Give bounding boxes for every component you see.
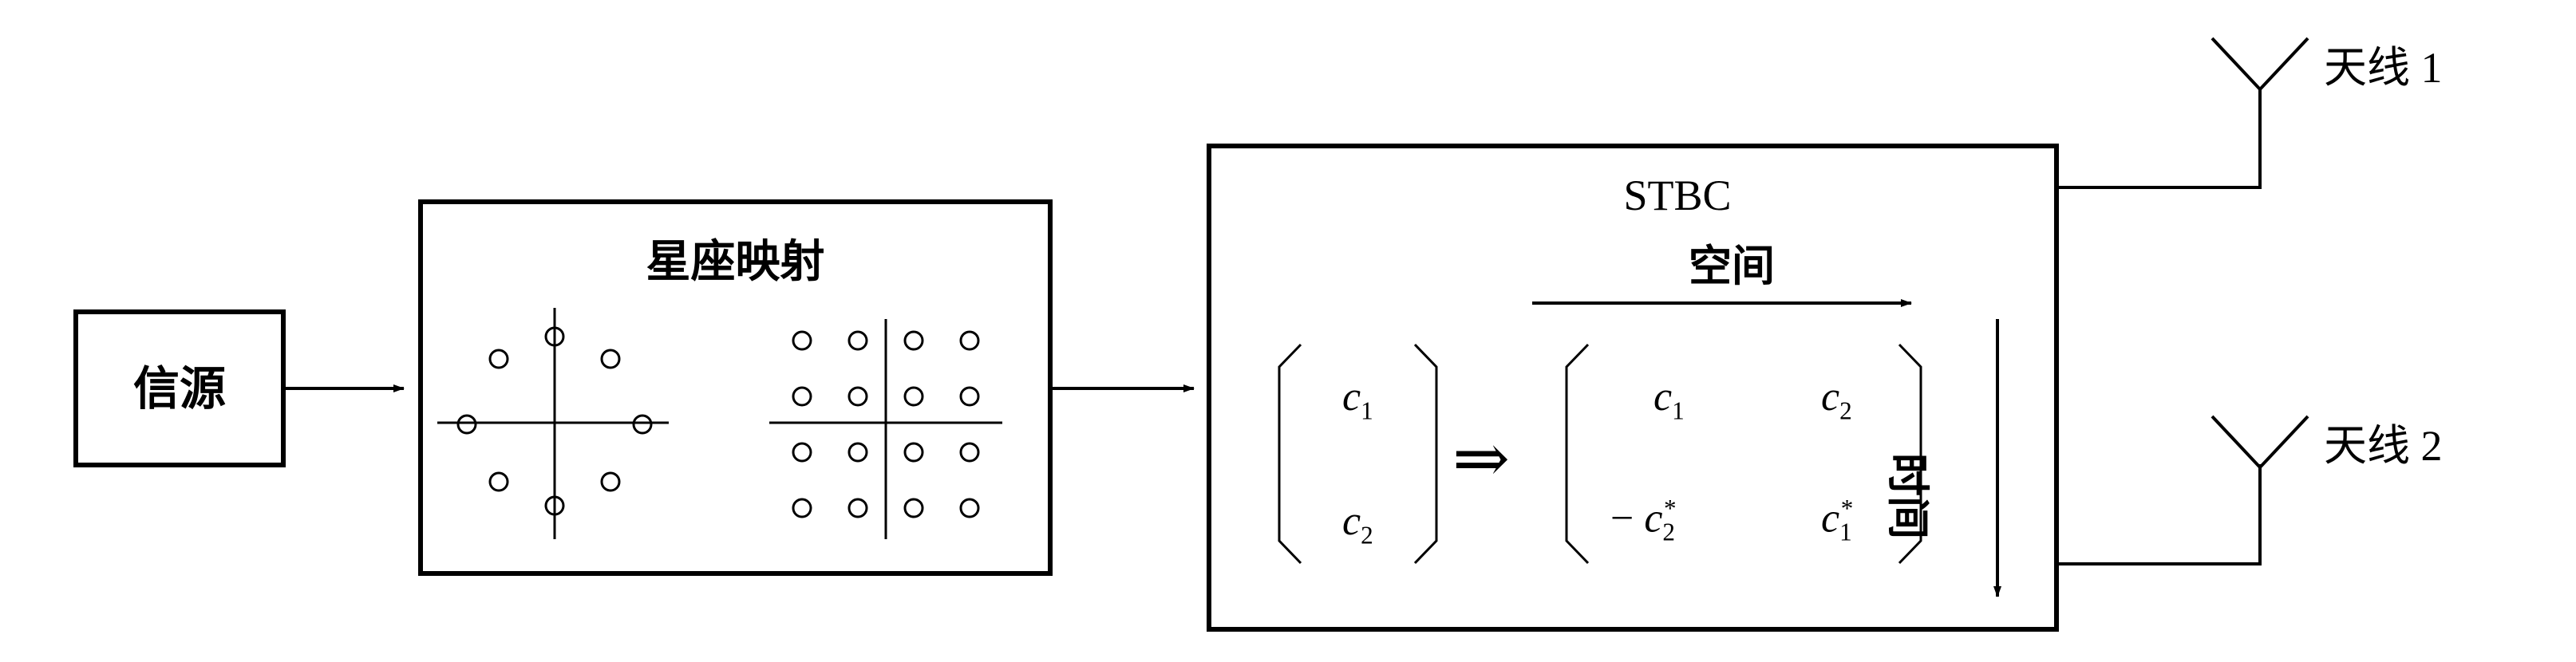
input-right-bracket	[1413, 343, 1438, 565]
matrix-left-bracket	[1565, 343, 1590, 565]
matrix-r1c1: c1	[1653, 374, 1685, 425]
input-c2: c2	[1342, 498, 1373, 550]
input-c1: c1	[1342, 374, 1373, 425]
antenna-1-feed	[2057, 88, 2262, 189]
qpsk-constellation	[437, 308, 669, 539]
input-left-bracket	[1278, 343, 1302, 565]
matrix-right-bracket	[1898, 343, 1922, 565]
antenna-1-label: 天线 1	[2324, 44, 2443, 92]
antenna-2-label: 天线 2	[2324, 422, 2443, 470]
matrix-r2c2: c1*	[1821, 495, 1854, 546]
time-label: 时间	[1883, 453, 1934, 539]
constellation-mapper-block	[418, 199, 1053, 576]
matrix-r2c1: − c2*	[1610, 495, 1677, 546]
matrix-r1c2: c2	[1821, 374, 1852, 425]
mapper-title: 星座映射	[646, 235, 825, 288]
space-label: 空间	[1689, 240, 1775, 291]
antenna-1-symbol	[2211, 37, 2309, 92]
stbc-block	[1207, 144, 2059, 632]
qam16-constellation	[769, 319, 1002, 539]
antenna-2-feed	[2057, 464, 2262, 565]
source-block	[73, 309, 286, 467]
source-label: 信源	[132, 361, 226, 416]
stbc-title: STBC	[1623, 171, 1732, 219]
antenna-2-symbol	[2211, 415, 2309, 470]
implies-symbol: ⇒	[1452, 420, 1511, 497]
